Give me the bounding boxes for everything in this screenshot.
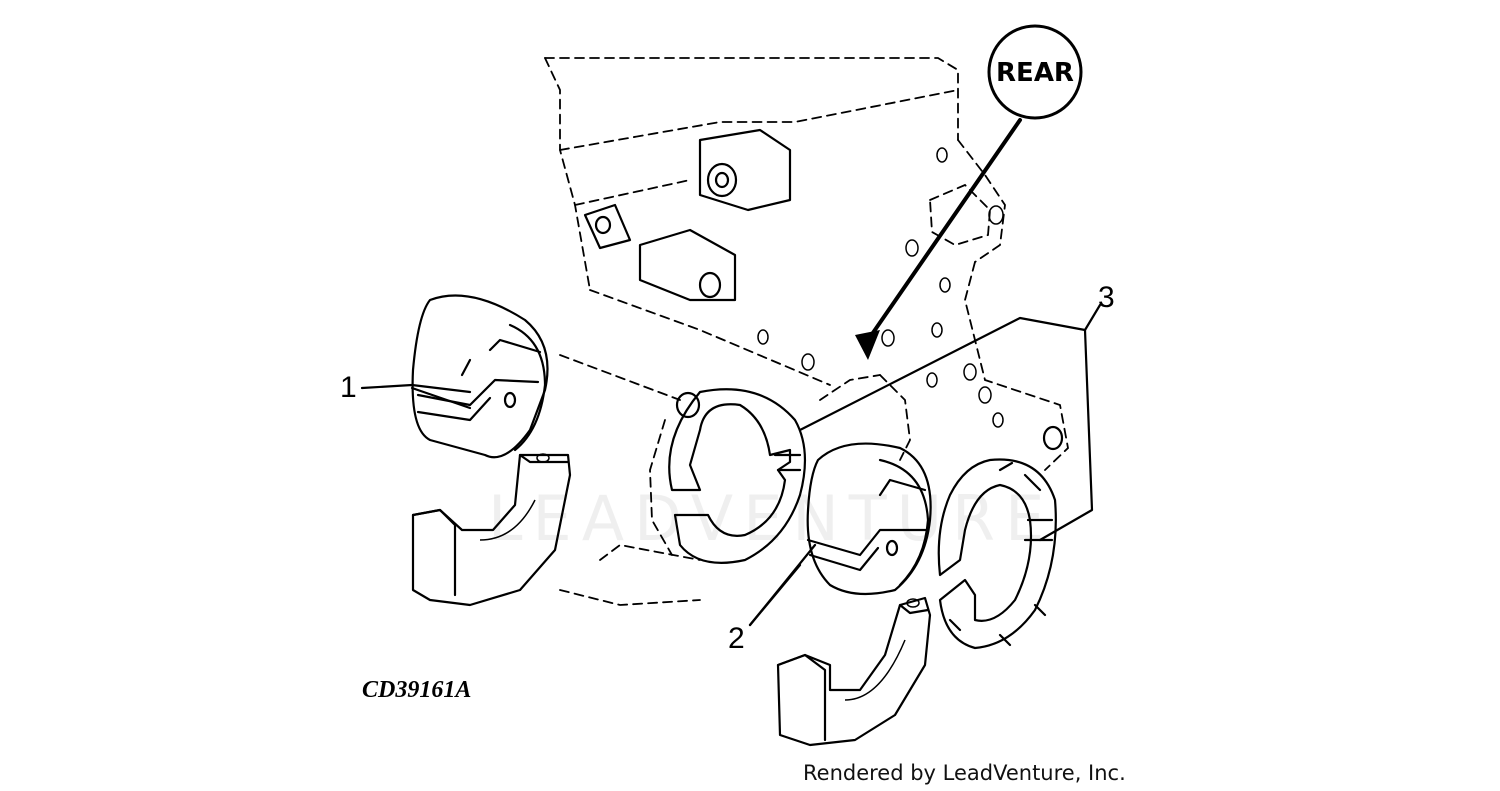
bearing-cap-left bbox=[411, 453, 572, 607]
engine-block-outline bbox=[544, 57, 1069, 606]
main-bearing-insert-lower bbox=[806, 442, 932, 596]
thrust-washer-front bbox=[668, 388, 807, 564]
engine-block-bosses bbox=[583, 128, 792, 302]
callout-2: 2 bbox=[728, 622, 745, 655]
thrust-washer-rear bbox=[937, 458, 1057, 650]
bolt-holes bbox=[675, 147, 1064, 451]
rear-arrow bbox=[855, 118, 1022, 360]
figure-id: CD39161A bbox=[362, 677, 471, 703]
rear-badge: REAR bbox=[987, 24, 1083, 120]
callout-3: 3 bbox=[1098, 281, 1115, 314]
bearing-cap-right bbox=[776, 596, 932, 747]
callout-1: 1 bbox=[340, 371, 357, 404]
main-bearing-insert-upper bbox=[411, 294, 549, 459]
rear-label: REAR bbox=[996, 58, 1074, 88]
render-credit: Rendered by LeadVenture, Inc. bbox=[803, 761, 1126, 785]
leader-lines bbox=[360, 303, 1102, 627]
